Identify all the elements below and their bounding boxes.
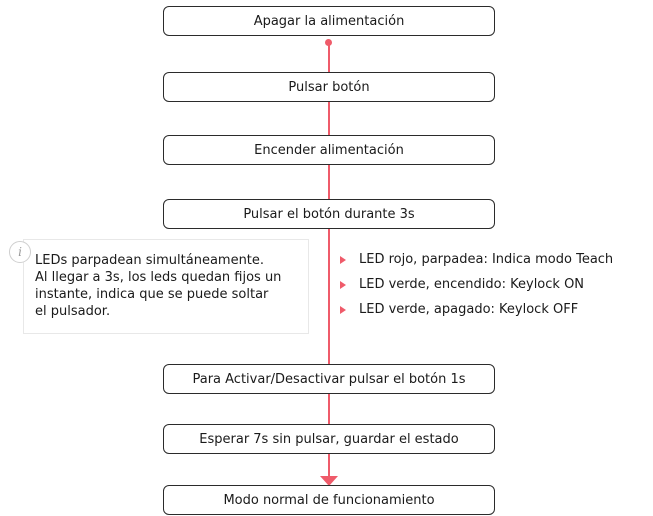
note-line: Al llegar a 3s, los leds quedan fijos un	[35, 270, 282, 285]
connector-start-dot	[325, 39, 332, 46]
led-state-item: LED verde, encendido: Keylock ON	[338, 276, 613, 301]
info-icon: i	[9, 241, 31, 263]
led-state-label: LED rojo, parpadea: Indica modo Teach	[359, 252, 614, 267]
bullet-triangle-icon	[340, 306, 346, 314]
step-wait-7s: Esperar 7s sin pulsar, guardar el estado	[163, 424, 495, 454]
info-note-text: LEDs parpadean simultáneamente. Al llega…	[35, 252, 305, 320]
led-state-label: LED verde, encendido: Keylock ON	[359, 277, 585, 292]
note-line: instante, indica que se puede soltar	[35, 287, 269, 302]
step-toggle-1s: Para Activar/Desactivar pulsar el botón …	[163, 364, 495, 394]
step-power-on: Encender alimentación	[163, 135, 495, 165]
note-line: el pulsador.	[35, 304, 111, 319]
step-normal-mode: Modo normal de funcionamiento	[163, 485, 495, 515]
led-state-label: LED verde, apagado: Keylock OFF	[359, 302, 579, 317]
bullet-triangle-icon	[340, 281, 346, 289]
info-note-box	[23, 239, 309, 334]
step-press-button: Pulsar botón	[163, 72, 495, 102]
led-state-list: LED rojo, parpadea: Indica modo Teach LE…	[338, 251, 613, 326]
bullet-triangle-icon	[340, 256, 346, 264]
led-state-item: LED rojo, parpadea: Indica modo Teach	[338, 251, 613, 276]
arrow-down-icon	[320, 476, 338, 486]
step-press-3s: Pulsar el botón durante 3s	[163, 199, 495, 229]
note-line: LEDs parpadean simultáneamente.	[35, 253, 265, 268]
led-state-item: LED verde, apagado: Keylock OFF	[338, 301, 613, 326]
flow-connector-line	[328, 40, 330, 478]
step-power-off: Apagar la alimentación	[163, 6, 495, 36]
